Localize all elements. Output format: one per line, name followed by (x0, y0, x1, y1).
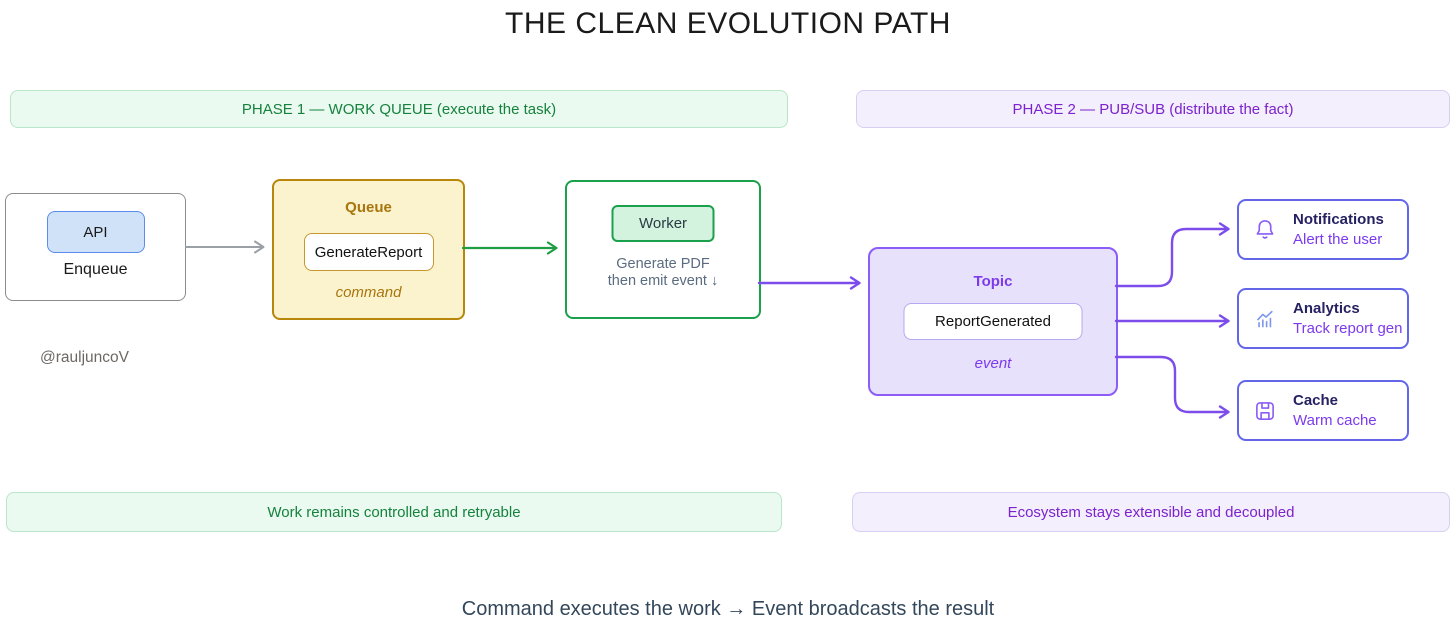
queue-node: Queue GenerateReport command (272, 179, 465, 320)
queue-message: GenerateReport (303, 233, 434, 271)
queue-kind-label: command (335, 284, 402, 301)
worker-chip: Worker (611, 205, 715, 242)
api-node: API Enqueue (5, 193, 186, 301)
subscriber-analytics: Analytics Track report gen (1237, 288, 1409, 349)
arrow-topic-to-notifications (1114, 222, 1230, 288)
worker-note-line1: Generate PDF (616, 256, 710, 272)
topic-kind-label: event (974, 355, 1012, 372)
phase2-footer-label: Ecosystem stays extensible and decoupled (1007, 503, 1295, 521)
page-title: THE CLEAN EVOLUTION PATH (505, 7, 951, 40)
subscriber-title: Notifications (1293, 211, 1384, 228)
bottom-caption: Command executes the work → Event broadc… (461, 598, 995, 620)
subscriber-title: Analytics (1293, 300, 1360, 317)
phase2-footer-banner: Ecosystem stays extensible and decoupled (852, 492, 1450, 532)
api-sublabel: Enqueue (63, 261, 128, 278)
queue-title: Queue (345, 199, 392, 216)
worker-node: Worker Generate PDF then emit event ↓ (565, 180, 761, 319)
arrow-worker-to-topic (757, 276, 861, 290)
worker-note-line2: then emit event ↓ (607, 273, 719, 289)
arrow-api-to-queue (185, 240, 265, 254)
subscriber-subtitle: Alert the user (1293, 231, 1383, 248)
api-chip: API (46, 211, 145, 253)
worker-note: Generate PDF then emit event ↓ (567, 256, 759, 290)
phase2-banner: PHASE 2 — PUB/SUB (distribute the fact) (856, 90, 1450, 128)
phase1-banner-label: PHASE 1 — WORK QUEUE (execute the task) (241, 100, 557, 118)
topic-title: Topic (973, 273, 1013, 290)
arrow-topic-to-analytics (1114, 314, 1230, 328)
phase1-footer-label: Work remains controlled and retryable (267, 503, 521, 521)
topic-message: ReportGenerated (903, 303, 1083, 340)
arrow-queue-to-worker (461, 241, 558, 255)
subscriber-subtitle: Track report gen (1293, 320, 1403, 337)
bar-chart-icon (1252, 306, 1278, 332)
subscriber-title: Cache (1293, 392, 1339, 409)
subscriber-notifications: Notifications Alert the user (1237, 199, 1409, 260)
bell-icon (1252, 217, 1278, 243)
subscriber-cache: Cache Warm cache (1237, 380, 1409, 441)
phase1-footer-banner: Work remains controlled and retryable (6, 492, 782, 532)
floppy-disk-icon (1252, 398, 1278, 424)
arrow-topic-to-cache (1114, 355, 1230, 419)
phase1-banner: PHASE 1 — WORK QUEUE (execute the task) (10, 90, 788, 128)
subscriber-subtitle: Warm cache (1293, 412, 1377, 429)
topic-node: Topic ReportGenerated event (868, 247, 1118, 396)
watermark: @rauljuncoV (40, 349, 129, 366)
phase2-banner-label: PHASE 2 — PUB/SUB (distribute the fact) (1012, 100, 1294, 118)
